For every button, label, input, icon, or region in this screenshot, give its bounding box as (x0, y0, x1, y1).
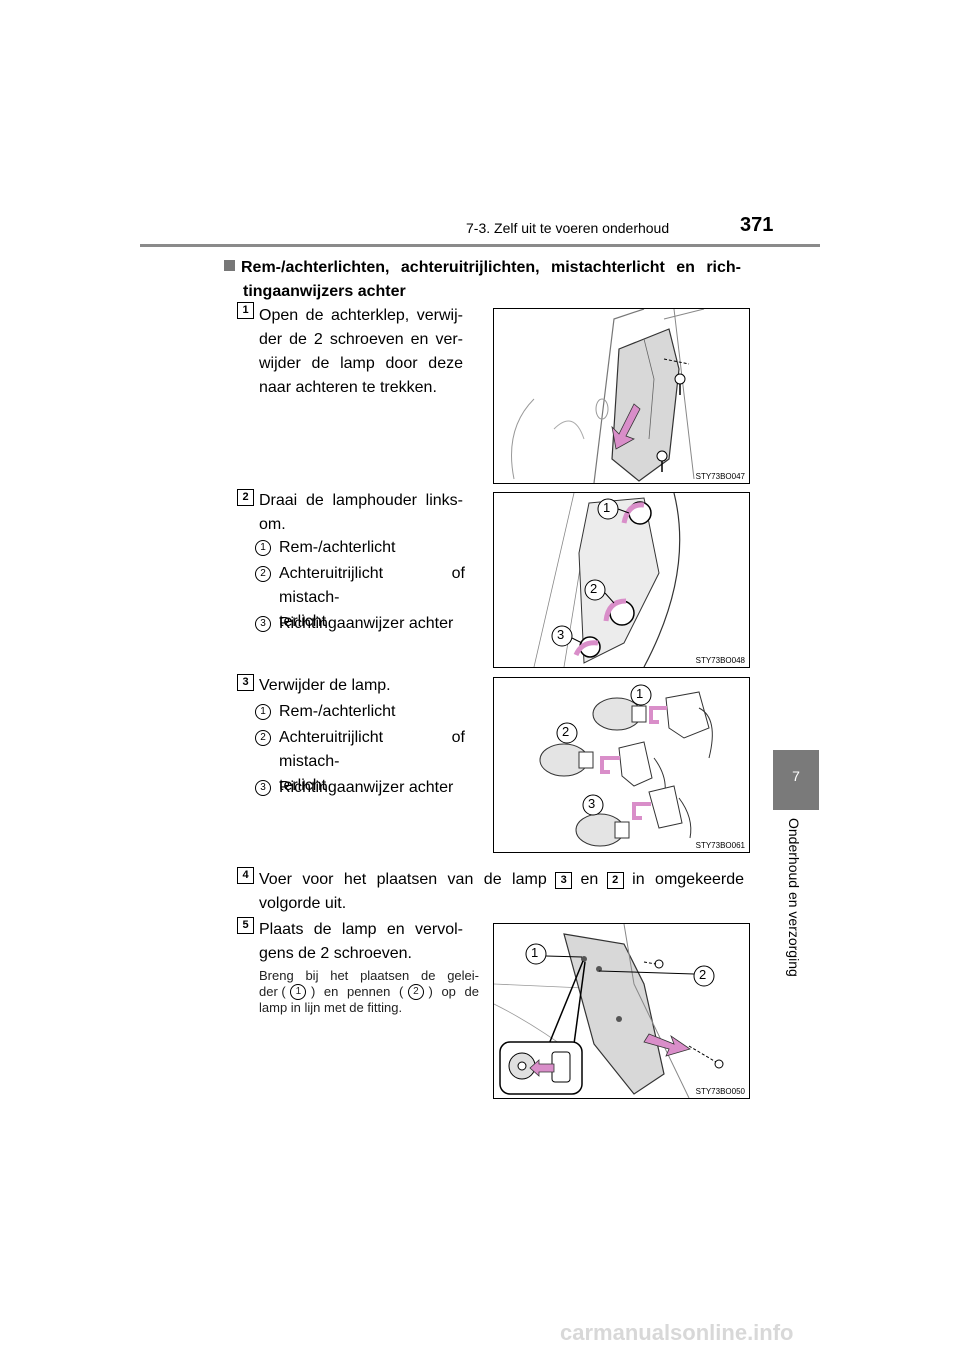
figure-step-3: 1 2 3 STY73BO061 (493, 677, 750, 853)
bulb-holder-rotation-illustration (533, 493, 681, 667)
step-3-line: Verwijder de lamp. (259, 677, 391, 694)
step-2-text: Draai de lamphouder links- om. (259, 489, 463, 537)
figure-caption: STY73BO061 (695, 841, 745, 850)
step-1-line: wijder de lamp door deze (259, 355, 463, 372)
list-item: 1 Rem-/achterlicht (255, 700, 465, 724)
step-number-5: 5 (237, 917, 254, 934)
step-5-note: Breng bij het plaatsen de gelei- der ( 1… (259, 968, 479, 1016)
step-1-line: Open de achterklep, verwij- (259, 307, 463, 324)
watermark: carmanualsonline.info (560, 1320, 794, 1345)
figure-caption: STY73BO047 (695, 472, 745, 481)
figure-step-5: 1 2 STY73BO050 (493, 923, 750, 1099)
figure-label: 3 (588, 796, 596, 811)
item-marker: 2 (255, 730, 271, 746)
note-marker: 2 (407, 984, 424, 1000)
step-5-text: Plaats de lamp en vervol- gens de 2 schr… (259, 918, 463, 966)
item-marker: 3 (255, 780, 271, 796)
list-item: 2 Achteruitrijlicht of mistach- terlicht (255, 562, 465, 630)
step-4-text-b: en (580, 871, 599, 888)
step-2-line: Draai de lamphouder links- (259, 492, 463, 509)
step-5-line: Plaats de lamp en vervol- (259, 921, 463, 938)
step-4-line-2: volgorde uit. (259, 895, 347, 912)
figure-label: 2 (562, 724, 570, 739)
step-2-line: om. (259, 516, 286, 533)
step-4-text-a: Voer voor het plaatsen van de lamp (259, 871, 547, 888)
item-label: Achteruitrijlicht of mistach- (279, 565, 465, 606)
step-1-line: der de 2 schroeven en ver- (259, 331, 463, 348)
chapter-tab (773, 750, 819, 810)
figure-label: 1 (603, 500, 611, 515)
step-4-text: Voer voor het plaatsen van de lamp 3 en … (259, 868, 744, 916)
note-line: der ( 1 ) en pennen ( 2 ) op de (259, 984, 479, 1000)
figure-label: 1 (636, 686, 644, 701)
section-title: 7-3. Zelf uit te voeren onderhoud (466, 220, 670, 236)
item-label: Achteruitrijlicht of mistach- (279, 729, 465, 770)
item-label: Richtingaanwijzer achter (279, 615, 454, 632)
figure-label: 1 (531, 945, 539, 960)
item-marker: 1 (255, 704, 271, 720)
item-label: Rem-/achterlicht (279, 703, 396, 720)
chapter-label: Onderhoud en verzorging (786, 818, 802, 977)
figure-step-1: STY73BO047 (493, 308, 750, 484)
page-number: 371 (740, 214, 774, 236)
step-ref-2: 2 (606, 871, 624, 889)
figure-label: 3 (557, 627, 565, 642)
step-ref-3: 3 (555, 871, 573, 889)
bulb-removal-illustration (539, 684, 713, 847)
figure-caption: STY73BO048 (695, 656, 745, 665)
list-item: 2 Achteruitrijlicht of mistach- terlicht (255, 726, 465, 794)
step-number-2: 2 (237, 489, 254, 506)
item-label: terlicht (279, 613, 327, 630)
header-rule (140, 244, 820, 247)
item-marker: 2 (255, 566, 271, 582)
tail-lamp-removal-illustration (511, 309, 705, 483)
item-label: terlicht (279, 777, 327, 794)
heading-line-2: tingaanwijzers achter (243, 283, 406, 300)
step-1-line: naar achteren te trekken. (259, 379, 437, 396)
figure-label: 2 (699, 967, 707, 982)
item-marker: 1 (255, 540, 271, 556)
step-number-4: 4 (237, 867, 254, 884)
figure-caption: STY73BO050 (695, 1087, 745, 1096)
item-label: Richtingaanwijzer achter (279, 779, 454, 796)
list-item: 1 Rem-/achterlicht (255, 536, 465, 560)
step-3-text: Verwijder de lamp. (259, 674, 463, 698)
lamp-installation-illustration (494, 924, 724, 1098)
heading-square-icon (224, 260, 235, 271)
figure-step-2: 1 2 3 STY73BO048 (493, 492, 750, 668)
note-marker: 1 (290, 984, 307, 1000)
item-marker: 3 (255, 616, 271, 632)
section-heading: Rem-/achterlichten, achteruitrijlichten,… (224, 256, 744, 304)
list-item: 3 Richtingaanwijzer achter (255, 612, 465, 636)
heading-line-1: Rem-/achterlichten, achteruitrijlichten,… (241, 259, 741, 276)
step-number-3: 3 (237, 674, 254, 691)
note-line: lamp in lijn met de fitting. (259, 1000, 403, 1015)
step-5-line: gens de 2 schroeven. (259, 945, 412, 962)
step-number-1: 1 (237, 302, 254, 319)
chapter-number: 7 (792, 768, 800, 784)
step-1-text: Open de achterklep, verwij- der de 2 sch… (259, 304, 463, 400)
step-4-text-c: in omgekeerde (632, 871, 744, 888)
figure-label: 2 (590, 581, 598, 596)
item-label: Rem-/achterlicht (279, 539, 396, 556)
note-line: Breng bij het plaatsen de gelei- (259, 968, 479, 983)
list-item: 3 Richtingaanwijzer achter (255, 776, 465, 800)
